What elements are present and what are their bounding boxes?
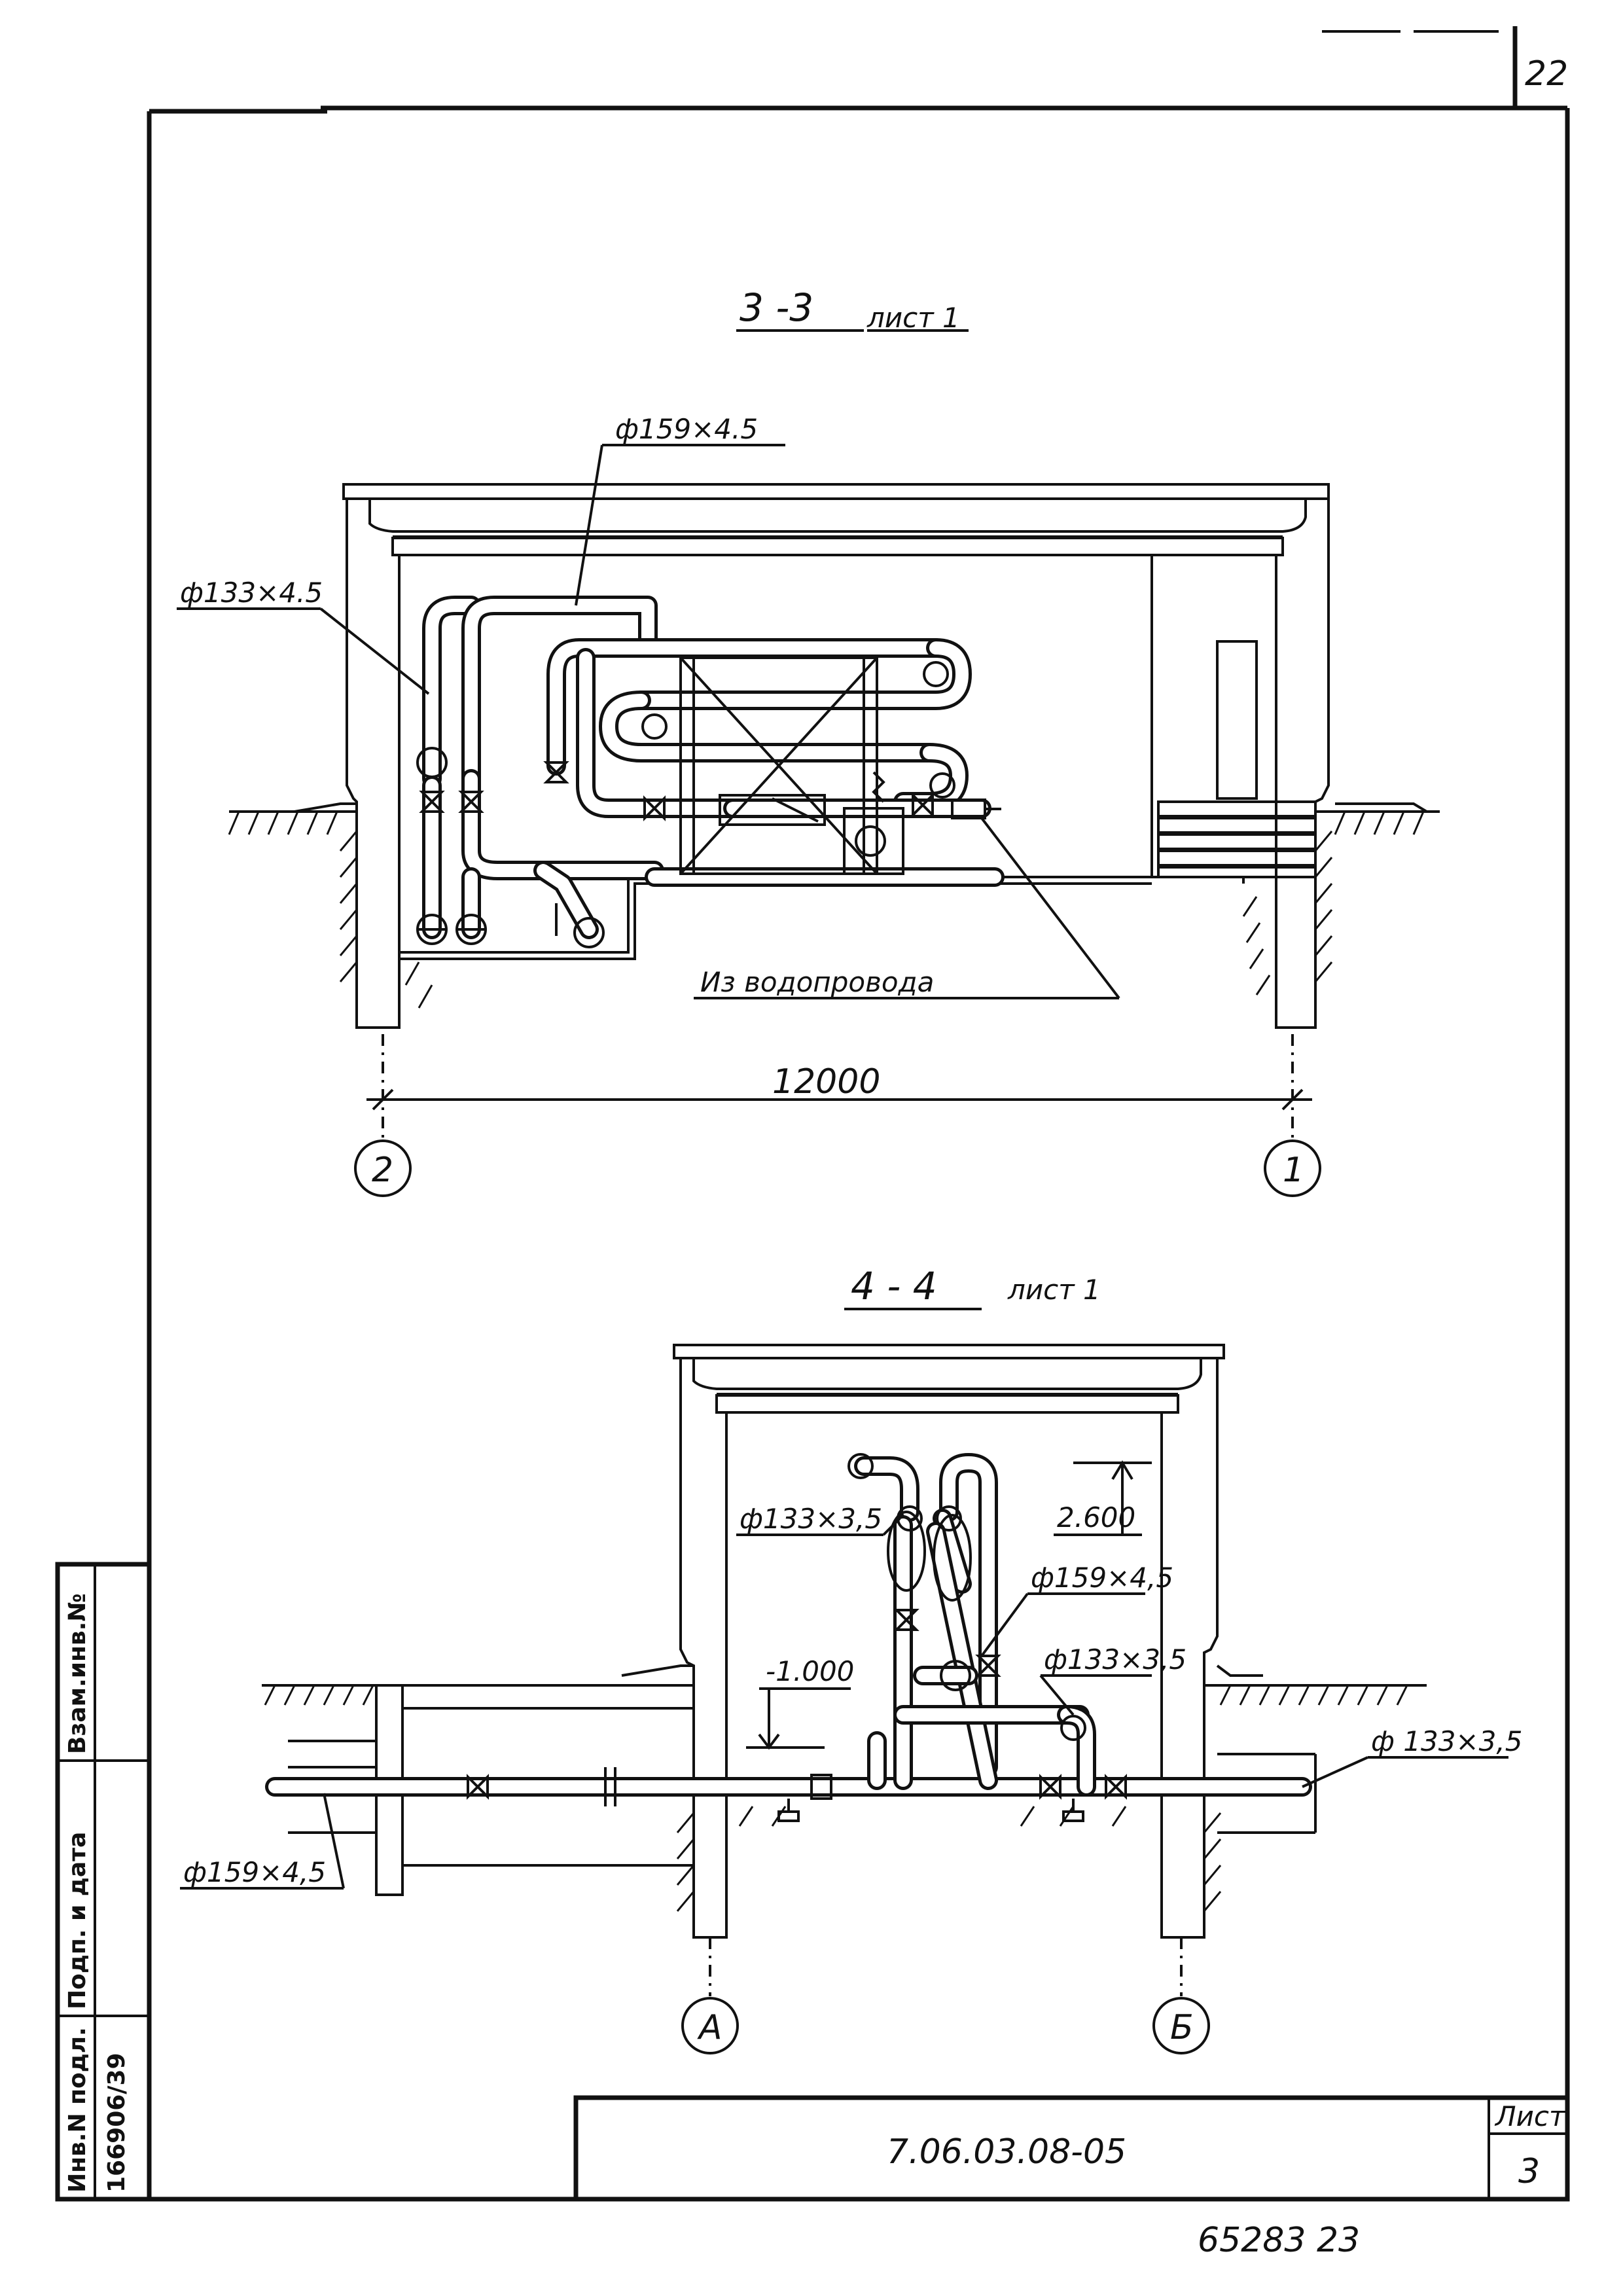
pump-3-3	[719, 794, 904, 875]
axis-label-b: Б	[1170, 2008, 1194, 2047]
bottom-note: 65283 23	[1198, 2221, 1360, 2260]
label-pipe-159-left: ф159×4,5	[183, 1856, 326, 1888]
sheet-number: 3	[1518, 2152, 1540, 2191]
title-block: 7.06.03.08-05 Лист 3	[573, 2095, 1570, 2202]
side-stamp: Взам.инв.№ Подп. и дата Инв.N подл. 1669…	[55, 1562, 152, 2202]
support-frame-3-3	[679, 656, 878, 875]
label-pipe-133-right: ф 133×3,5	[1371, 1725, 1522, 1757]
section-4-4-title: 4 - 4	[851, 1264, 937, 1308]
section-3-3-title: 3 -3	[740, 285, 813, 330]
section-4-4-ref: лист 1	[1007, 1274, 1101, 1306]
stamp-replacement-inv: Взам.инв.№	[64, 1593, 91, 1754]
label-pipe-159-3-3: ф159×4.5	[615, 413, 758, 445]
label-pipe-133-3-3: ф133×4.5	[180, 577, 323, 609]
axis-label-1: 1	[1283, 1151, 1304, 1190]
valves-3-3	[416, 661, 1001, 948]
steps-3-3	[1157, 800, 1317, 878]
axis-dimension-3-3: 12000 2 1	[354, 1034, 1321, 1197]
stamp-original-inv-number: 166906/39	[103, 2053, 130, 2193]
label-pipe-133-mid: ф133×3,5	[1044, 1643, 1186, 1676]
section-3-3: 3 -3 лист 1	[177, 285, 1440, 1197]
sheet-number-top: 22	[1525, 54, 1568, 94]
label-pipe-159-right: ф159×4,5	[1031, 1562, 1173, 1594]
annotations-4-4: ф133×3,5 2.600 ф159×4,5 ф133×3,5 -1.000 …	[180, 1460, 1522, 1890]
stamp-signature-date: Подп. и дата	[64, 1832, 91, 2009]
label-from-water-supply: Из водопровода	[700, 966, 934, 998]
ground-3-3	[228, 802, 1440, 1009]
ground-4-4	[262, 1664, 1427, 1912]
section-3-3-ref: лист 1	[866, 302, 960, 334]
piping-3-3	[422, 596, 1005, 939]
label-pipe-133-top: ф133×3,5	[740, 1503, 882, 1535]
section-4-4: 4 - 4 лист 1	[180, 1264, 1522, 2054]
stamp-original-inv: Инв.N подл.	[64, 2027, 91, 2193]
document-code: 7.06.03.08-05	[887, 2132, 1126, 2172]
dimension-12000: 12000	[772, 1062, 880, 1102]
axis-label-2: 2	[372, 1151, 393, 1190]
axis-markers-4-4: А Б	[681, 1937, 1210, 2054]
sheet-label: Лист	[1494, 2100, 1566, 2132]
annotations-3-3: ф159×4.5 ф133×4.5 Из водопровода	[177, 413, 1120, 999]
axis-label-a: А	[697, 2008, 722, 2047]
piping-4-4	[265, 1453, 1312, 1797]
sheet-frame	[147, 26, 1570, 2202]
devices-4-4	[467, 1453, 1127, 1822]
label-level-2600: 2.600	[1057, 1501, 1135, 1534]
label-level-minus-1000: -1.000	[766, 1655, 854, 1687]
